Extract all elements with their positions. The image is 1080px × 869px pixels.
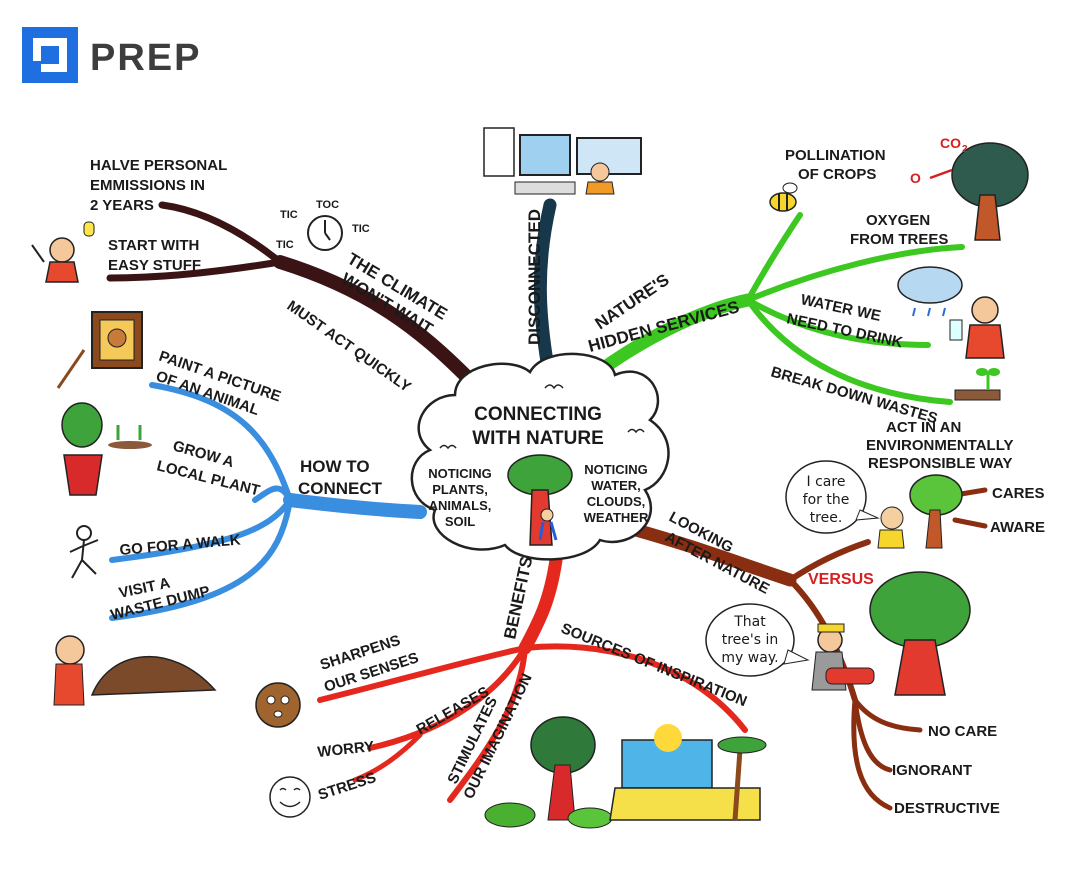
speech-bubble-care: I care for the tree. (785, 460, 880, 534)
clock-icon (307, 215, 343, 251)
center-left-note-2: PLANTS, (432, 482, 488, 497)
halve-label-2: EMMISSIONS IN (90, 177, 205, 194)
speech-way-3: my way. (721, 650, 778, 666)
clock-tic-2: TIC (352, 223, 370, 235)
prep-logo-icon (22, 27, 78, 83)
beach-icon (609, 724, 767, 821)
act-label-3: RESPONSIBLE WAY (868, 455, 1012, 472)
disconnected-label: DISCONNECTED (525, 209, 544, 345)
co2-label: CO (940, 135, 961, 151)
center-left-note-4: SOIL (445, 514, 475, 529)
sprout-icon (954, 368, 1001, 401)
versus-label: VERSUS (808, 571, 874, 588)
chainsaw-person-icon (811, 623, 875, 691)
speech-way-1: That (733, 614, 766, 630)
act-label-2: ENVIRONMENTALLY (866, 437, 1014, 454)
cares-label: CARES (992, 485, 1045, 502)
aware-label: AWARE (990, 519, 1045, 536)
walking-person-icon (69, 525, 99, 579)
center-cloud: CONNECTING WITH NATURE NOTICING PLANTS, … (410, 352, 670, 561)
center-left-note-1: NOTICING (428, 466, 492, 481)
start-label-1: START WITH (108, 237, 199, 254)
center-title-line-1: CONNECTING (474, 404, 602, 425)
smiley-face-icon (269, 776, 311, 818)
pollination-label-1: POLLINATION (785, 147, 886, 164)
center-left-note-3: ANIMALS, (429, 498, 492, 513)
bird-icon (439, 384, 645, 450)
sad-tree-icon (869, 571, 971, 696)
center-right-note-4: WEATHER (584, 510, 649, 525)
connect-title-line-2: CONNECT (298, 479, 383, 498)
rain-cloud-icon (897, 266, 963, 317)
jungle-icon (484, 716, 613, 829)
happy-tree-icon (877, 474, 963, 549)
oxygen-label-2: FROM TREES (850, 231, 948, 248)
climate-branch (106, 201, 475, 385)
speech-care-2: for the (803, 492, 850, 508)
clock-tic-3: TIC (276, 239, 294, 251)
oxygen-tree-icon (929, 142, 1029, 241)
o-label: O (910, 170, 921, 186)
tree-hug-icon (507, 454, 573, 546)
connect-branch (109, 382, 427, 621)
potted-plant-icon (61, 402, 152, 496)
center-right-note-1: NOTICING (584, 462, 648, 477)
oxygen-label-1: OXYGEN (866, 212, 930, 229)
clock-tic-1: TIC (280, 209, 298, 221)
bee-icon (769, 182, 798, 212)
clock-toc: TOC (316, 199, 339, 211)
act-label-1: ACT IN AN (886, 419, 961, 436)
connect-title-line-1: HOW TO (300, 457, 370, 476)
speech-way-2: tree's in (722, 632, 779, 648)
speech-care-1: I care (807, 474, 846, 490)
prep-logo: PREP (22, 27, 201, 83)
computer-icon (483, 127, 642, 195)
worry-label: WORRY (317, 738, 375, 761)
co2-sub-label: 2 (962, 144, 968, 155)
center-right-note-3: CLOUDS, (587, 494, 646, 509)
speech-bubble-way: That tree's in my way. (705, 603, 810, 677)
person-bulb-icon (31, 221, 95, 283)
start-label-2: EASY STUFF (108, 257, 201, 274)
disconnected-branch (533, 198, 557, 375)
center-right-note-2: WATER, (591, 478, 641, 493)
speech-care-3: tree. (810, 510, 843, 526)
picture-frame-icon (56, 311, 143, 389)
pollination-label-2: OF CROPS (798, 166, 876, 183)
halve-label-1: HALVE PERSONAL (90, 157, 227, 174)
center-title-line-2: WITH NATURE (472, 428, 604, 449)
stress-label: STRESS (316, 769, 378, 804)
destructive-label: DESTRUCTIVE (894, 800, 1000, 817)
waste-pile-icon (53, 635, 217, 706)
ignorant-label: IGNORANT (892, 762, 972, 779)
halve-label-3: 2 YEARS (90, 197, 154, 214)
benefits-branch (317, 553, 748, 803)
face-senses-icon (255, 682, 301, 728)
prep-logo-text: PREP (90, 37, 201, 79)
person-drinking-icon (949, 296, 1005, 359)
walk-label: GO FOR A WALK (119, 531, 242, 559)
no-care-label: NO CARE (928, 723, 997, 740)
